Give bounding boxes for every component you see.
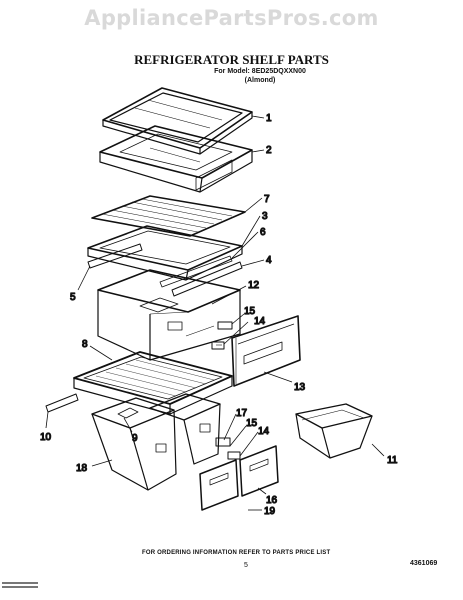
callout-2: 2 [266,145,272,156]
callout-12: 12 [248,280,260,291]
part-glass-shelf [102,87,253,155]
fine-print-line [2,582,38,584]
part-lower-bins [91,393,221,491]
callout-3: 3 [262,211,268,222]
page-number: 5 [244,562,248,569]
document-part-number: 4361069 [410,560,438,567]
callout-9: 9 [132,433,138,444]
callout-14a: 14 [254,316,266,327]
callout-1: 1 [266,113,272,124]
callout-15b: 15 [246,418,258,429]
part-drawer-front-13 [231,315,301,387]
part-shelf-frame [87,225,243,281]
fine-print-marks [2,582,38,590]
part-side-rails [87,243,243,297]
callout-16: 16 [266,495,278,506]
part-large-shelf [73,351,233,415]
part-door-bin [295,403,373,459]
part-rail-10 [45,393,79,413]
part-drawer-fronts-lower [199,445,279,511]
part-clips-upper [211,321,233,350]
model-info: For Model: 8ED25DQXXN00 (Almond) [195,67,325,85]
finish-line: (Almond) [244,77,276,84]
fine-print-line [2,586,38,588]
callout-18: 18 [76,463,88,474]
ordering-instruction: FOR ORDERING INFORMATION REFER TO PARTS … [142,550,331,556]
callout-labels: 1 2 3 4 5 6 7 8 9 10 11 12 13 14 15 14 1… [39,112,398,517]
page-title: REFRIGERATOR SHELF PARTS [134,52,329,67]
callout-15a: 15 [244,306,256,317]
part-crisper-box [97,269,241,361]
callout-4: 4 [266,255,272,266]
callout-17: 17 [236,408,248,419]
leader-lines [45,115,385,511]
callout-7: 7 [264,194,270,205]
callout-19: 19 [264,506,276,517]
model-line: For Model: 8ED25DQXXN00 [214,68,306,75]
watermark: AppliancePartsPros.com [84,6,379,30]
part-clips-lower [215,437,241,460]
callout-14b: 14 [258,426,270,437]
callout-13: 13 [294,382,306,393]
callout-11: 11 [387,455,398,466]
callout-5: 5 [70,292,76,303]
part-meat-pan [99,125,253,193]
callout-10: 10 [40,432,52,443]
callout-6: 6 [260,227,266,238]
callout-8: 8 [82,339,88,350]
